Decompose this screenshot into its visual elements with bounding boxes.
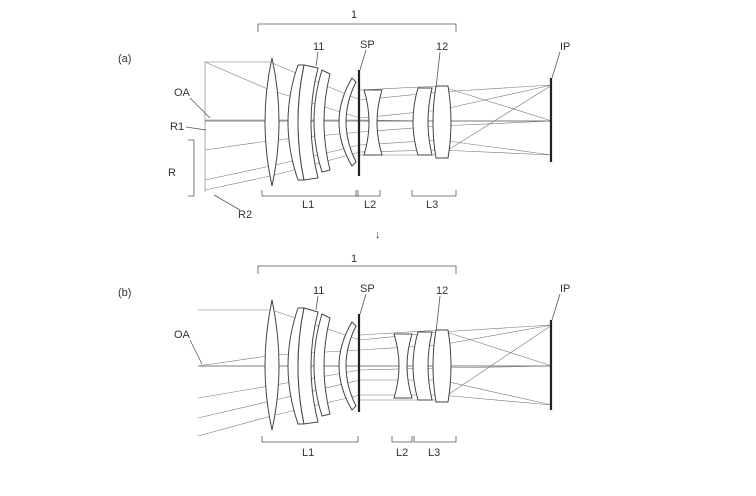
panel-a-l1-label: L1 xyxy=(302,199,314,211)
panel-b-rays xyxy=(197,309,553,437)
panel-b-l3-bracket xyxy=(413,436,457,443)
panel-b-lens-group-l2 xyxy=(393,333,413,399)
panel-a-ray-r1-label: R1 xyxy=(170,121,184,133)
panel-a-stop-label: SP xyxy=(360,39,375,51)
panel-a-l3-label: L3 xyxy=(426,199,438,211)
panel-b-l2-bracket xyxy=(391,436,413,443)
panel-a: (a) 1 xyxy=(118,9,570,221)
panel-a-lens-11-label: 11 xyxy=(313,41,324,53)
panel-a-lens-group-l1 xyxy=(264,57,357,187)
panel-b-tag: (b) xyxy=(118,287,131,299)
panel-a-lens-group-l3 xyxy=(412,85,452,159)
panel-a-group-label: 1 xyxy=(351,9,357,21)
panel-b-image-plane-label: IP xyxy=(560,283,570,295)
panel-a-tag: (a) xyxy=(118,53,131,65)
panel-b: (b) 1 11 xyxy=(118,253,570,459)
panel-a-ray-r-bracket xyxy=(188,139,195,197)
panel-a-axis-label: OA xyxy=(174,87,191,99)
panel-b-lens-group-l1 xyxy=(264,299,357,431)
panel-a-l3-bracket xyxy=(411,190,457,197)
panel-b-axis-label: OA xyxy=(174,329,191,341)
transition-arrow-icon: ↓ xyxy=(375,229,381,241)
panel-a-l2-bracket xyxy=(355,190,381,197)
panel-a-ray-r-label: R xyxy=(168,167,176,179)
panel-b-l1-bracket xyxy=(261,436,359,443)
panel-a-lens-group-l2 xyxy=(363,89,383,156)
panel-b-l1-label: L1 xyxy=(302,447,314,459)
panel-b-l2-label: L2 xyxy=(396,447,408,459)
panel-b-group-bracket xyxy=(257,265,457,274)
panel-b-l3-label: L3 xyxy=(428,447,440,459)
panel-a-image-plane-label: IP xyxy=(560,41,570,53)
panel-b-lens-12-label: 12 xyxy=(436,285,448,297)
panel-b-lens-group-l3 xyxy=(412,329,452,403)
panel-a-l2-label: L2 xyxy=(364,199,376,211)
panel-a-group-bracket xyxy=(257,23,457,32)
panel-b-lens-11-label: 11 xyxy=(313,285,324,297)
panel-a-lens-12-label: 12 xyxy=(436,41,448,53)
panel-b-group-label: 1 xyxy=(351,253,357,265)
panel-a-l1-bracket xyxy=(261,190,359,197)
panel-a-ray-r2-label: R2 xyxy=(238,209,252,221)
panel-b-stop-label: SP xyxy=(360,283,375,295)
panel-a-rays xyxy=(204,61,553,192)
